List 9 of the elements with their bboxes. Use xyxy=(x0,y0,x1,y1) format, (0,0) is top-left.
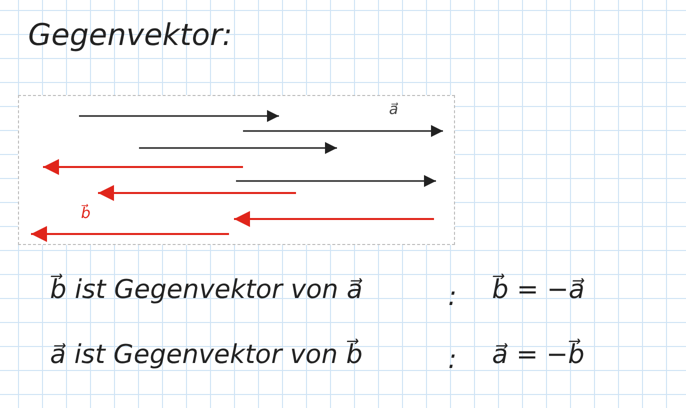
colon: : xyxy=(448,345,457,375)
handwritten-statement: a⃗ ist Gegenvektor von b⃗ xyxy=(50,340,363,370)
vector-label: b⃗ xyxy=(81,204,91,222)
handwritten-equation: b⃗ = −a⃗ xyxy=(492,275,585,305)
handwritten-statement: b⃗ ist Gegenvektor von a⃗ xyxy=(50,275,363,305)
handwritten-equation: a⃗ = −b⃗ xyxy=(492,340,585,370)
handwritten-title: Gegenvektor: xyxy=(28,18,232,53)
colon: : xyxy=(448,282,457,312)
vector-label: a⃗ xyxy=(389,100,398,118)
